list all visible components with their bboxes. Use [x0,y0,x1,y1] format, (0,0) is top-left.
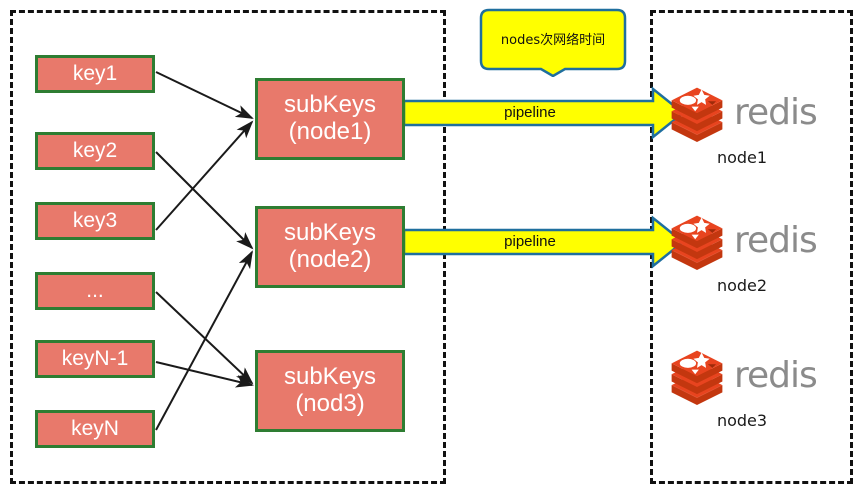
redis-node-3-row: redis [668,345,838,407]
arrow-keyN1-to-node3 [155,361,254,388]
redis-node-2-row: redis [668,210,838,272]
redis-logo-icon [671,215,723,270]
callout-text: nodes次网络时间 [500,33,606,48]
redis-wordmark: redis [734,92,818,133]
pipeline-arrow-node1 [402,86,686,140]
redis-wordmark: redis [734,355,818,396]
redis-logo-icon [671,87,723,142]
pipeline-label-node1: pipeline [504,104,556,121]
key-box-keyN-1[interactable]: keyN-1 [35,340,155,378]
redis-node-1-row: redis [668,82,838,144]
key-box-ellipsis[interactable]: ... [35,272,155,310]
redis-node-1: redis node1 [668,82,838,167]
key-box-key1[interactable]: key1 [35,55,155,93]
key-box-key3[interactable]: key3 [35,202,155,240]
pipeline-label-node2: pipeline [504,233,556,250]
redis-node-2: redis node2 [668,210,838,295]
redis-logo-icon [671,350,723,405]
redis-node-3-caption: node3 [716,411,768,430]
redis-node-1-caption: node1 [716,148,768,167]
callout-bubble-shape [479,8,627,78]
key-box-keyN[interactable]: keyN [35,410,155,448]
subkeys-box-node1[interactable]: subKeys (node1) [255,78,405,160]
subkeys-box-node2[interactable]: subKeys (node2) [255,206,405,288]
arrow-dots-to-node3 [155,291,254,385]
arrow-key3-to-node1 [155,120,254,231]
network-time-callout: nodes次网络时间 [479,8,627,78]
pipeline-arrow-node2 [402,215,686,269]
arrow-keyN-to-node2 [155,250,253,431]
redis-wordmark: redis [734,220,818,261]
key-box-key2[interactable]: key2 [35,132,155,170]
arrow-key2-to-node2 [155,151,254,250]
arrow-key1-to-node1 [155,71,254,119]
subkeys-box-node3[interactable]: subKeys (nod3) [255,350,405,432]
redis-node-2-caption: node2 [716,276,768,295]
redis-node-3: redis node3 [668,345,838,430]
